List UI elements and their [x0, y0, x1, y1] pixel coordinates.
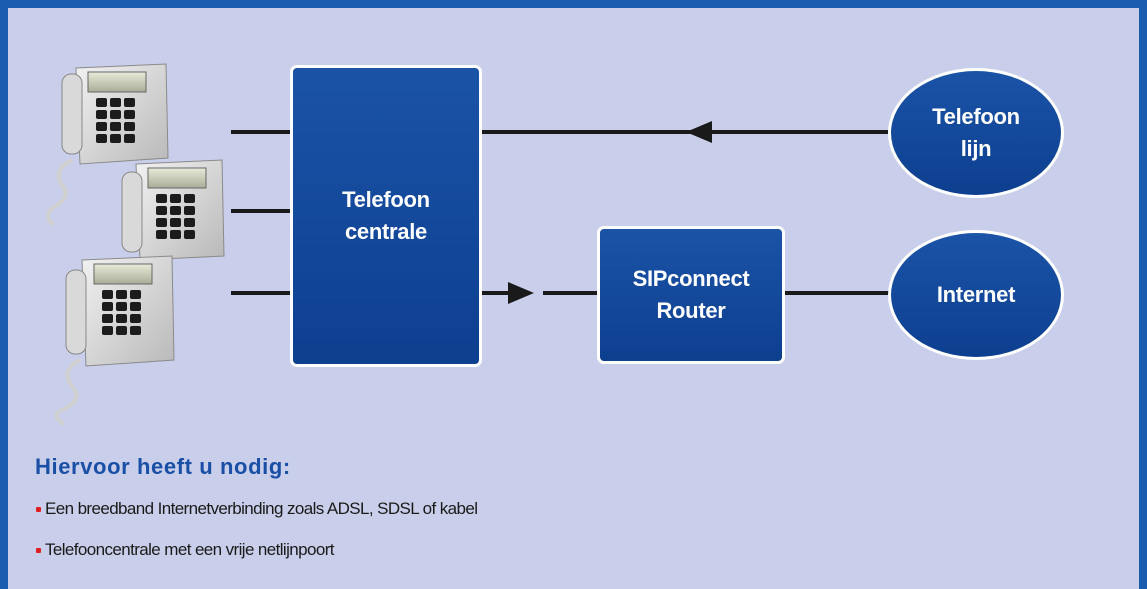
requirement-item: Een breedband Internetverbinding zoals A…: [36, 499, 478, 519]
requirements-heading: Hiervoor heeft u nodig:: [35, 454, 291, 479]
sipconnect-router-box: SIPconnect Router: [597, 226, 785, 364]
arrow-left-icon: [686, 121, 712, 143]
internet-label: Internet: [936, 282, 1016, 307]
router-internet-line: [784, 291, 896, 295]
internet-node: Internet: [888, 230, 1064, 360]
requirement-text: Telefooncentrale met een vrije netlijnpo…: [45, 540, 334, 559]
requirement-item: Telefooncentrale met een vrije netlijnpo…: [36, 540, 334, 560]
pbx-router-line-a: [478, 291, 510, 295]
pbx-box: Telefoon centrale: [290, 65, 482, 367]
router-label-line1: SIPconnect: [632, 266, 750, 291]
arrow-right-icon: [508, 282, 534, 304]
bullet-icon: [36, 506, 41, 512]
phone-line-label-line1: Telefoon: [932, 104, 1020, 129]
phone-line-2: [231, 209, 293, 213]
pbx-label-line2: centrale: [345, 219, 427, 244]
desk-phones-illustration: [46, 63, 225, 426]
router-label-line2: Router: [656, 298, 726, 323]
phone-line-node: Telefoon lijn: [888, 68, 1064, 198]
pbx-router-line-b: [543, 291, 599, 295]
phone-line-3: [231, 291, 293, 295]
phone-line-1: [231, 130, 293, 134]
pbx-label-line1: Telefoon: [342, 187, 430, 212]
phone-2: [121, 159, 225, 261]
phone-1: [46, 63, 169, 227]
bullet-icon: [36, 547, 41, 553]
phone-line-label-line2: lijn: [960, 136, 992, 161]
requirement-text: Een breedband Internetverbinding zoals A…: [45, 499, 478, 518]
phone-3: [54, 255, 175, 426]
